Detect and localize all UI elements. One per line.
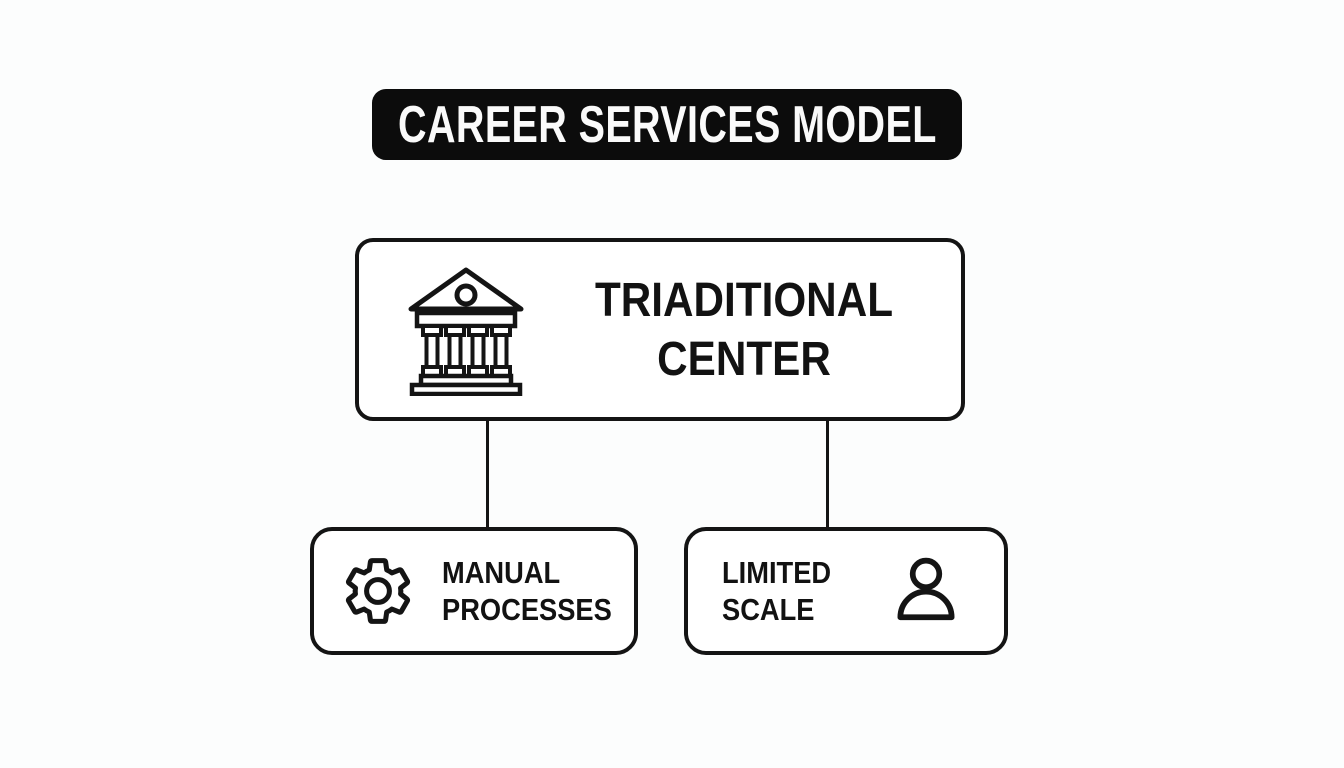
diagram-title: CAREER SERVICES MODEL — [397, 95, 937, 154]
person-icon — [888, 553, 964, 629]
gear-icon — [340, 553, 416, 629]
diagram-title-banner: CAREER SERVICES MODEL — [372, 89, 962, 160]
child-node-label-line2: SCALE — [722, 592, 815, 627]
child-node-limited-scale: LIMITED SCALE — [684, 527, 1008, 655]
connector-root-to-manual-processes — [486, 420, 489, 528]
bank-icon — [405, 264, 527, 396]
child-node-label-line1: MANUAL — [442, 555, 561, 590]
child-node-label: MANUAL PROCESSES — [442, 554, 612, 628]
root-node-label-line2: CENTER — [657, 332, 831, 386]
child-node-manual-processes: MANUAL PROCESSES — [310, 527, 638, 655]
root-node-label: TRIADITIONAL CENTER — [553, 271, 935, 389]
child-node-label: LIMITED SCALE — [722, 554, 831, 628]
child-node-label-line2: PROCESSES — [442, 592, 612, 627]
child-node-label-line1: LIMITED — [722, 555, 832, 590]
connector-root-to-limited-scale — [826, 420, 829, 528]
root-node-traditional-center: TRIADITIONAL CENTER — [355, 238, 965, 421]
root-node-label-line1: TRIADITIONAL — [595, 273, 893, 327]
